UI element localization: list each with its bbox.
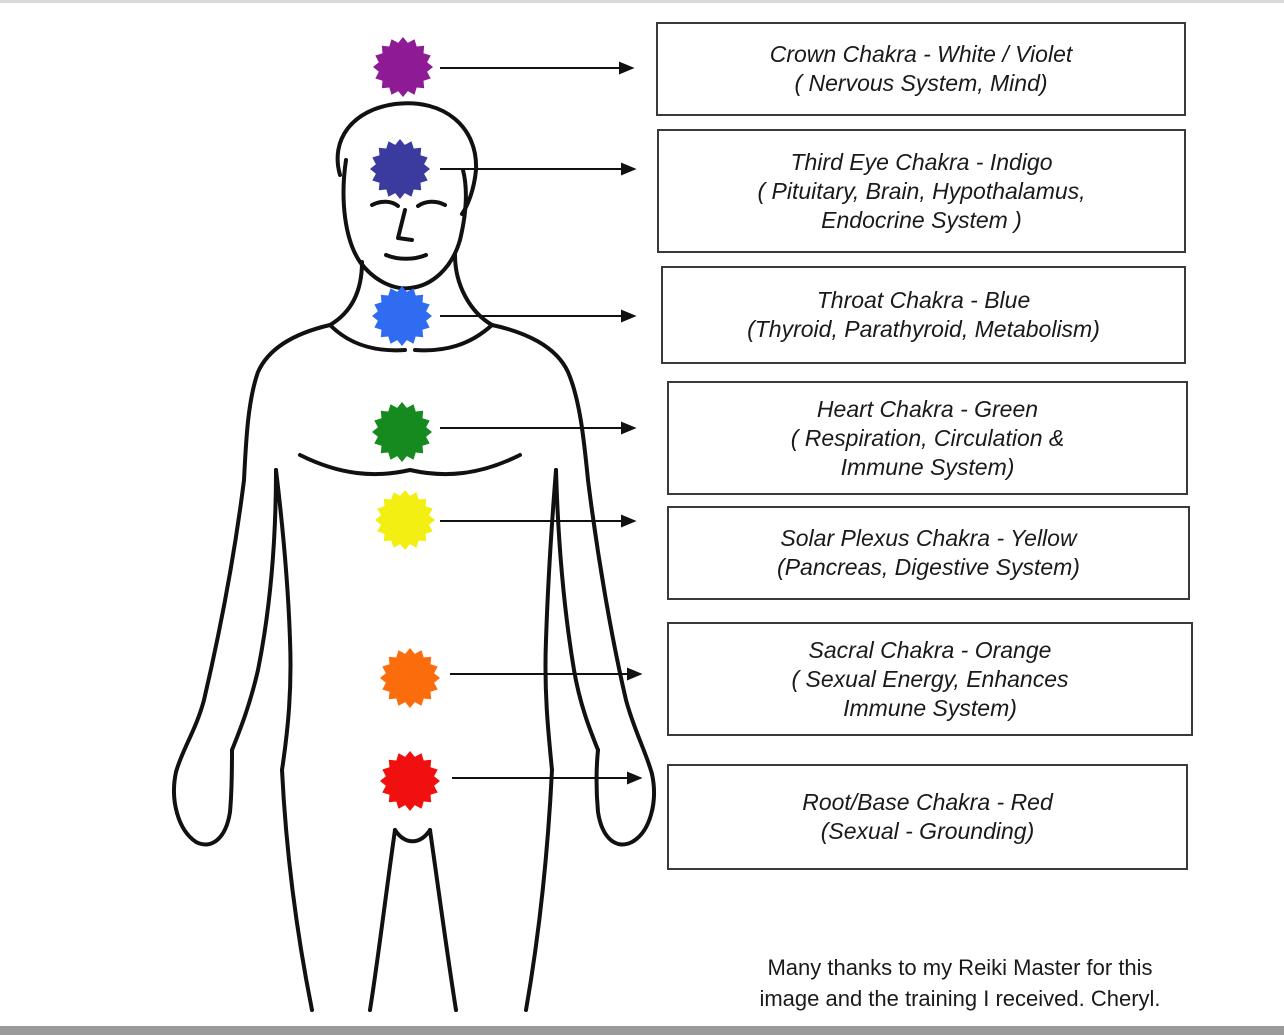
crown-chakra-detail: ( Nervous System, Mind) <box>794 70 1048 96</box>
human-body-outline <box>172 101 656 1012</box>
head-outline <box>341 158 468 291</box>
root-chakra-title: Root/Base Chakra - Red <box>802 789 1053 815</box>
nose <box>396 208 414 242</box>
chakra-dots <box>370 37 440 811</box>
left-arm-inner <box>230 468 278 752</box>
root-chakra-dot <box>380 751 440 811</box>
third-eye-chakra-detail-1: ( Pituitary, Brain, Hypothalamus, <box>757 177 1086 204</box>
crown-chakra-box: Crown Chakra - White / Violet ( Nervous … <box>656 22 1186 116</box>
bottom-border <box>0 1026 1284 1035</box>
right-arm-inner <box>554 468 600 752</box>
mouth <box>384 253 428 261</box>
third-eye-arrow-head <box>621 162 637 176</box>
right-leg-outer <box>524 768 554 1012</box>
throat-chakra-title: Throat Chakra - Blue <box>816 287 1031 313</box>
solar-plexus-chakra-title: Solar Plexus Chakra - Yellow <box>780 525 1077 551</box>
heart-chakra-detail-1: ( Respiration, Circulation & <box>790 424 1065 451</box>
sacral-chakra-dot <box>380 648 440 708</box>
right-arm-outer <box>586 478 654 776</box>
left-arm-outer <box>174 478 246 774</box>
right-leg-inner <box>428 828 458 1012</box>
third-eye-chakra-title: Third Eye Chakra - Indigo <box>790 148 1053 175</box>
right-shoulder <box>490 323 590 482</box>
solar-plexus-arrow-head <box>621 514 637 528</box>
top-border <box>0 0 1284 3</box>
root-chakra-box: Root/Base Chakra - Red (Sexual - Groundi… <box>667 764 1188 870</box>
chest-line <box>298 453 522 477</box>
heart-chakra-dot <box>372 402 432 462</box>
right-hand <box>594 748 656 847</box>
crown-chakra-dot <box>373 37 433 97</box>
collar-left <box>328 323 407 353</box>
crown-arrow-head <box>619 61 635 75</box>
left-torso <box>274 468 293 772</box>
credit-note: Many thanks to my Reiki Master for this … <box>700 952 1220 1014</box>
left-leg-inner <box>368 828 397 1012</box>
heart-chakra-detail-2: Immune System) <box>840 453 1015 480</box>
throat-chakra-box: Throat Chakra - Blue (Thyroid, Parathyro… <box>661 266 1186 364</box>
left-shoulder <box>242 323 332 482</box>
crotch <box>393 828 432 844</box>
heart-arrow-head <box>621 421 637 435</box>
sacral-chakra-title: Sacral Chakra - Orange <box>808 636 1052 663</box>
left-hand <box>172 748 234 847</box>
hair-outline <box>335 101 479 216</box>
heart-chakra-box: Heart Chakra - Green ( Respiration, Circ… <box>667 381 1188 495</box>
throat-arrow-head <box>621 309 637 323</box>
crown-chakra-title: Crown Chakra - White / Violet <box>769 41 1073 67</box>
solar-plexus-chakra-detail: (Pancreas, Digestive System) <box>777 554 1080 580</box>
credit-line-2: image and the training I received. Chery… <box>759 986 1161 1011</box>
solar-plexus-chakra-dot <box>375 490 435 550</box>
left-eyebrow <box>370 199 400 208</box>
right-torso <box>543 468 558 772</box>
third-eye-chakra-box: Third Eye Chakra - Indigo ( Pituitary, B… <box>657 129 1186 253</box>
sacral-chakra-detail-1: ( Sexual Energy, Enhances <box>791 665 1069 692</box>
third-eye-chakra-detail-2: Endocrine System ) <box>821 206 1022 233</box>
throat-chakra-dot <box>372 286 432 346</box>
neck-right <box>453 253 494 327</box>
root-chakra-detail: (Sexual - Grounding) <box>820 818 1035 844</box>
collar-right <box>413 323 494 353</box>
throat-chakra-detail: (Thyroid, Parathyroid, Metabolism) <box>747 316 1100 342</box>
neck-left <box>328 260 364 327</box>
heart-chakra-title: Heart Chakra - Green <box>816 395 1039 422</box>
sacral-arrow-head <box>627 667 643 681</box>
sacral-chakra-detail-2: Immune System) <box>843 694 1017 721</box>
arrows <box>440 61 643 785</box>
root-arrow-head <box>627 771 643 785</box>
third-eye-chakra-dot <box>370 139 430 199</box>
right-eyebrow <box>416 199 447 208</box>
credit-line-1: Many thanks to my Reiki Master for this <box>767 955 1153 980</box>
left-leg-outer <box>280 768 314 1012</box>
sacral-chakra-box: Sacral Chakra - Orange ( Sexual Energy, … <box>667 622 1193 736</box>
solar-plexus-chakra-box: Solar Plexus Chakra - Yellow (Pancreas, … <box>667 506 1190 600</box>
